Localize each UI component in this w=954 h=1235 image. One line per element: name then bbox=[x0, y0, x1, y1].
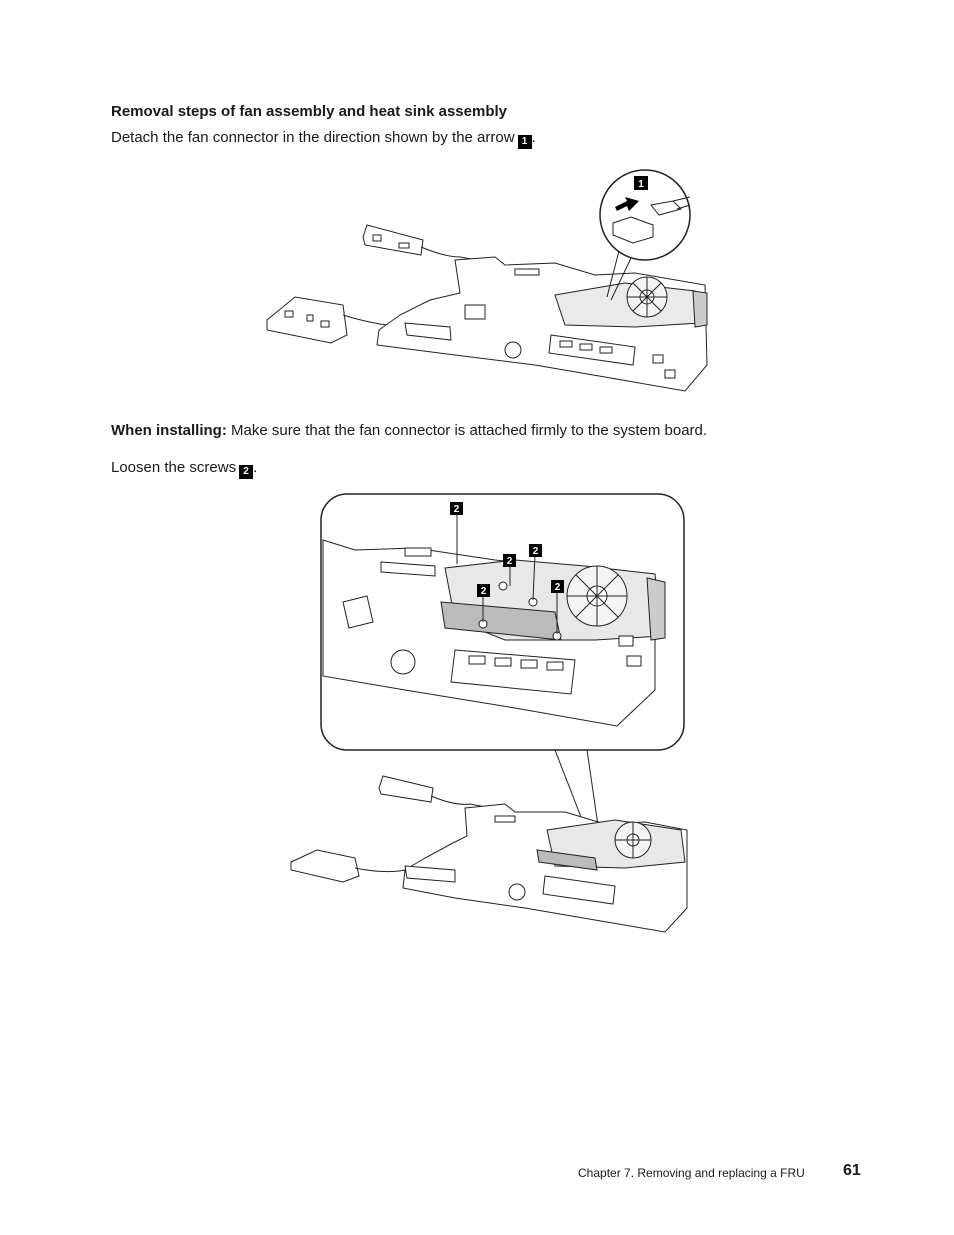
callout-box bbox=[450, 502, 463, 515]
card-slot bbox=[404, 322, 452, 341]
overview-board bbox=[402, 803, 688, 933]
fan-wires bbox=[672, 196, 691, 210]
zoomed-memory-chip bbox=[468, 655, 486, 665]
zoomed-fan-blades bbox=[567, 566, 627, 626]
zoomed-chip-square bbox=[342, 595, 374, 629]
figure1-callout-box bbox=[634, 176, 648, 190]
zoomed-port bbox=[618, 635, 634, 647]
zoomed-memory-chip bbox=[520, 659, 538, 669]
callout-box bbox=[503, 554, 516, 567]
board-chip bbox=[372, 234, 382, 242]
flex-cable bbox=[420, 246, 484, 262]
callout-badge-1: 1 bbox=[517, 135, 532, 149]
heat-fins bbox=[692, 290, 708, 328]
zoomed-memory-chip bbox=[494, 657, 512, 667]
leader-line bbox=[610, 257, 632, 301]
fan-plug bbox=[650, 200, 682, 216]
page-number: 61 bbox=[843, 1162, 861, 1179]
board-chip bbox=[664, 369, 676, 379]
step1-text: Detach the fan connector in the directio… bbox=[111, 129, 515, 146]
overview-flex-cable bbox=[430, 795, 492, 809]
zoomed-heat-fins bbox=[646, 577, 666, 641]
zoomed-memory-chip bbox=[546, 661, 564, 671]
installing-note: When installing: Make sure that the fan … bbox=[111, 422, 707, 440]
leader-line bbox=[606, 250, 620, 298]
board-socket bbox=[612, 216, 654, 244]
overview-slot bbox=[404, 865, 456, 883]
step1-period: . bbox=[531, 129, 536, 146]
board-chip bbox=[398, 242, 410, 249]
io-chip bbox=[320, 320, 330, 328]
screw-callout: 2 bbox=[481, 586, 487, 597]
callout-box bbox=[529, 544, 542, 557]
screw bbox=[498, 581, 508, 591]
io-chip bbox=[284, 310, 294, 318]
callout-box bbox=[477, 584, 490, 597]
zoomed-battery bbox=[390, 649, 416, 675]
figure-fan-connector: 1 bbox=[266, 169, 708, 392]
fan-blades bbox=[627, 277, 667, 317]
installing-label: When installing: bbox=[111, 422, 227, 439]
screw-callout: 2 bbox=[555, 582, 561, 593]
io-chip bbox=[306, 314, 314, 322]
board-chip bbox=[652, 354, 664, 364]
installing-text: Make sure that the fan connector is atta… bbox=[231, 422, 708, 439]
zoomed-port bbox=[626, 655, 642, 667]
callout-leader bbox=[532, 553, 536, 601]
overview-cable bbox=[354, 867, 406, 873]
overview-subboard bbox=[290, 849, 360, 883]
overview-plate bbox=[536, 849, 598, 871]
connector bbox=[514, 268, 540, 276]
callout-box bbox=[551, 580, 564, 593]
figure-loosen-screws: 2 2 2 2 2 bbox=[290, 493, 688, 933]
overview-connector bbox=[494, 815, 516, 823]
zoomed-slot bbox=[380, 561, 436, 577]
zoomed-connector bbox=[404, 547, 432, 557]
memory-chip bbox=[599, 346, 613, 354]
screw-callout: 2 bbox=[507, 556, 513, 567]
overview-memory bbox=[542, 875, 616, 905]
step2-period: . bbox=[253, 459, 258, 476]
heat-sink-plate bbox=[440, 601, 562, 641]
step2-text: Loosen the screws bbox=[111, 459, 237, 476]
daughter-board bbox=[362, 224, 424, 256]
figure1-callout: 1 bbox=[638, 179, 644, 190]
memory-chip bbox=[559, 340, 573, 348]
overview-daughter-board bbox=[378, 775, 434, 803]
screw-callout: 2 bbox=[454, 504, 460, 515]
arrow-icon bbox=[615, 197, 639, 211]
footer-chapter: Chapter 7. Removing and replacing a FRU bbox=[578, 1166, 805, 1180]
board-chip bbox=[464, 304, 486, 320]
section-heading: Removal steps of fan assembly and heat s… bbox=[111, 103, 507, 120]
overview-fan-blades bbox=[615, 822, 651, 858]
coin-battery bbox=[504, 341, 522, 359]
overview-battery bbox=[508, 883, 526, 901]
step1-instruction: Detach the fan connector in the directio… bbox=[111, 129, 536, 149]
screw-callout: 2 bbox=[533, 546, 539, 557]
memory-chip bbox=[579, 343, 593, 351]
callout-badge-2: 2 bbox=[239, 465, 254, 479]
